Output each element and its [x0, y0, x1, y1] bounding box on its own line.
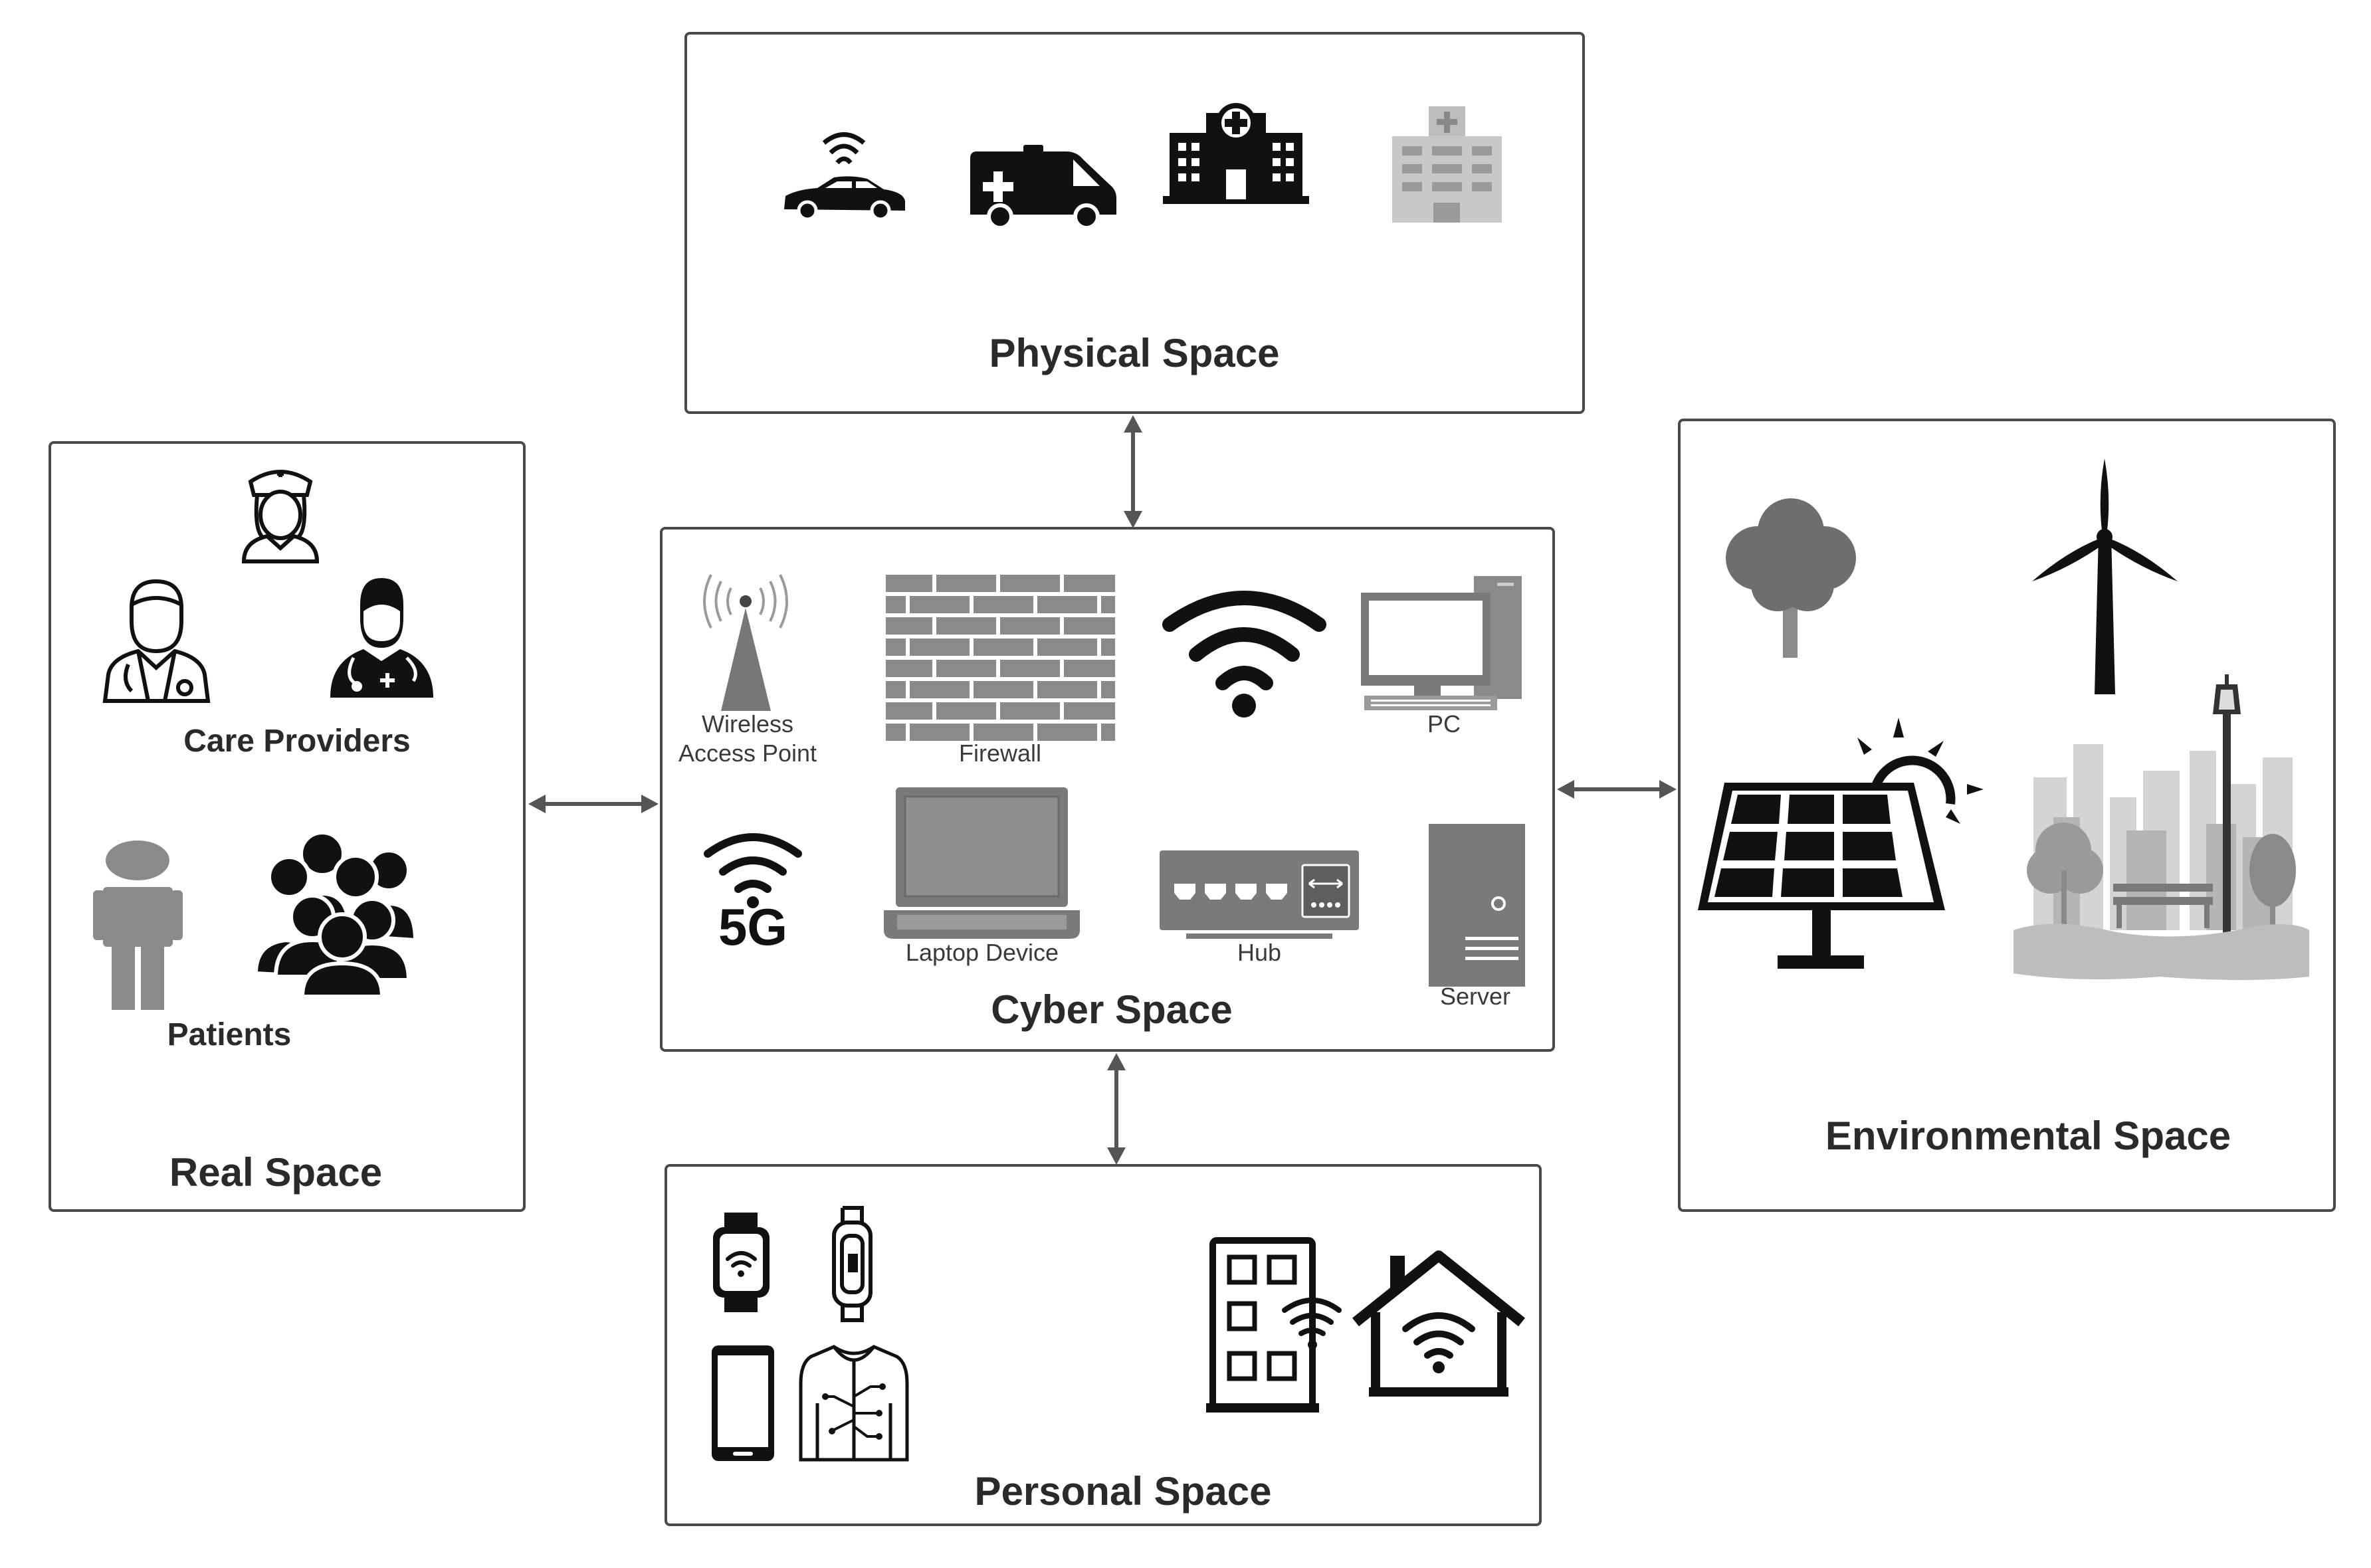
physical-space-title: Physical Space	[989, 331, 1280, 375]
physical-space-panel	[684, 32, 1585, 414]
firewall-label: Firewall	[958, 739, 1042, 767]
real-space-title: Real Space	[169, 1150, 383, 1195]
patient-icon	[93, 840, 183, 1010]
doctor-icon	[98, 575, 215, 704]
cyber-space-title: Cyber Space	[991, 987, 1233, 1032]
male-doctor-icon	[327, 575, 437, 701]
solar-panel-icon	[1698, 718, 1984, 980]
nurse-icon	[234, 462, 327, 565]
wifi-icon	[1160, 585, 1329, 721]
hub-icon	[1160, 850, 1359, 940]
wireless-access-point-label: Wireless Access Point	[678, 710, 817, 768]
care-providers-label: Care Providers	[183, 724, 411, 759]
server-label: Server	[1439, 983, 1511, 1010]
wind-turbine-icon	[2030, 458, 2180, 694]
antenna-icon	[698, 571, 794, 714]
smartphone-icon	[710, 1343, 776, 1463]
5g-text: 5G	[718, 898, 787, 947]
pc-icon	[1361, 576, 1524, 712]
clinic-building-icon	[1386, 103, 1508, 226]
personal-space-title: Personal Space	[974, 1469, 1272, 1514]
wireless-label-line2: Access Point	[678, 739, 817, 767]
hub-label: Hub	[1237, 939, 1282, 966]
smart-shirt-icon	[797, 1343, 910, 1463]
arrow-cyber-environmental	[1557, 780, 1677, 799]
real-space-panel	[49, 441, 526, 1212]
arrow-real-cyber	[528, 795, 659, 813]
personal-space-panel	[665, 1164, 1542, 1526]
laptop-label: Laptop Device	[905, 939, 1059, 966]
environmental-space-title: Environmental Space	[1825, 1114, 2231, 1158]
smart-home-icon	[1349, 1249, 1528, 1399]
ambulance-icon	[967, 145, 1120, 231]
arrow-physical-cyber	[1124, 415, 1142, 528]
group-icon	[249, 831, 432, 997]
wireless-label-line1: Wireless	[701, 710, 793, 737]
arrow-cyber-personal	[1107, 1053, 1126, 1165]
connected-car-icon	[777, 123, 910, 229]
firewall-icon	[886, 575, 1115, 741]
fitness-band-icon	[831, 1206, 874, 1322]
smartwatch-icon	[710, 1213, 773, 1312]
smart-building-icon	[1206, 1237, 1346, 1415]
server-icon	[1429, 824, 1525, 987]
patients-label: Patients	[167, 1017, 292, 1052]
hospital-icon	[1160, 100, 1312, 206]
park-city-icon	[2013, 671, 2309, 983]
5g-icon: 5G	[700, 824, 806, 947]
laptop-icon	[884, 787, 1080, 940]
pc-label: PC	[1427, 710, 1461, 737]
tree-icon	[1721, 495, 1861, 658]
